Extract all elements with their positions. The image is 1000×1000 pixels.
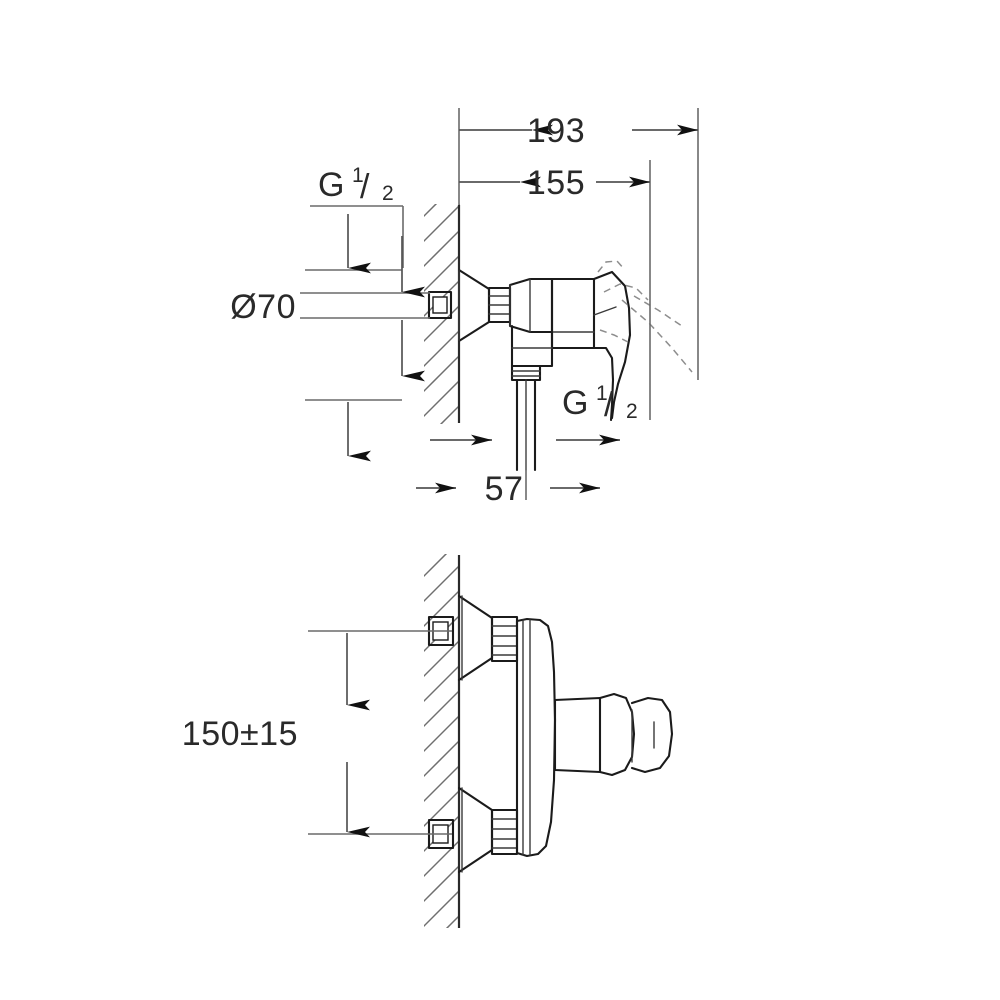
dimension-193-label: 193 — [527, 112, 585, 150]
escutcheon-cone-lower — [457, 786, 494, 874]
thread-callout-inlet: G 1 / 2 — [310, 164, 404, 268]
inlet-nipple-upper — [490, 615, 519, 663]
side-section-view: 193 155 G 1 / 2 — [230, 108, 699, 508]
dimension-57: 57 — [416, 420, 620, 508]
dimension-diameter-70: Ø70 — [230, 236, 430, 382]
handle-alternate-position-ghost — [597, 260, 693, 373]
thread-outlet-letter: G — [562, 384, 589, 422]
dimension-155: 155 — [459, 160, 651, 420]
dimension-155-label: 155 — [527, 164, 585, 202]
thread-inlet-denominator: 2 — [382, 182, 394, 205]
inlet-thread-nipple — [487, 286, 512, 324]
inlet-nipple-lower — [490, 808, 519, 856]
dimension-d70-label: Ø70 — [230, 288, 296, 326]
dimension-flange-band — [305, 214, 402, 462]
mixer-body-nut — [508, 277, 554, 334]
dimension-150-label: 150±15 — [182, 715, 298, 753]
wall-inlet-fitting-top — [427, 290, 453, 320]
thread-outlet-numerator: 1 — [596, 382, 608, 405]
mixer-housing-top — [510, 277, 596, 368]
thread-outlet-denominator: 2 — [626, 400, 638, 423]
thread-outlet-solidus: / — [604, 386, 614, 424]
dimension-57-label: 57 — [485, 470, 524, 508]
dimension-150-tolerance: 150±15 — [182, 630, 452, 838]
lever-handle-top — [592, 270, 632, 422]
dimension-193: 193 — [458, 108, 699, 380]
escutcheon-cone-upper — [457, 594, 494, 682]
front-elevation-view: 150±15 — [182, 554, 674, 928]
lever-handle-front — [553, 692, 674, 777]
escutcheon-cone-top — [457, 268, 491, 343]
wall-hatching-bottom — [424, 554, 460, 928]
thread-inlet-solidus: / — [360, 168, 370, 206]
wall-hatching-top — [424, 204, 460, 424]
thread-inlet-numerator: 1 — [352, 164, 364, 187]
thread-callout-outlet: G 1 / 2 — [562, 382, 638, 424]
thread-inlet-letter: G — [318, 166, 345, 204]
mixer-body-front — [515, 617, 557, 858]
